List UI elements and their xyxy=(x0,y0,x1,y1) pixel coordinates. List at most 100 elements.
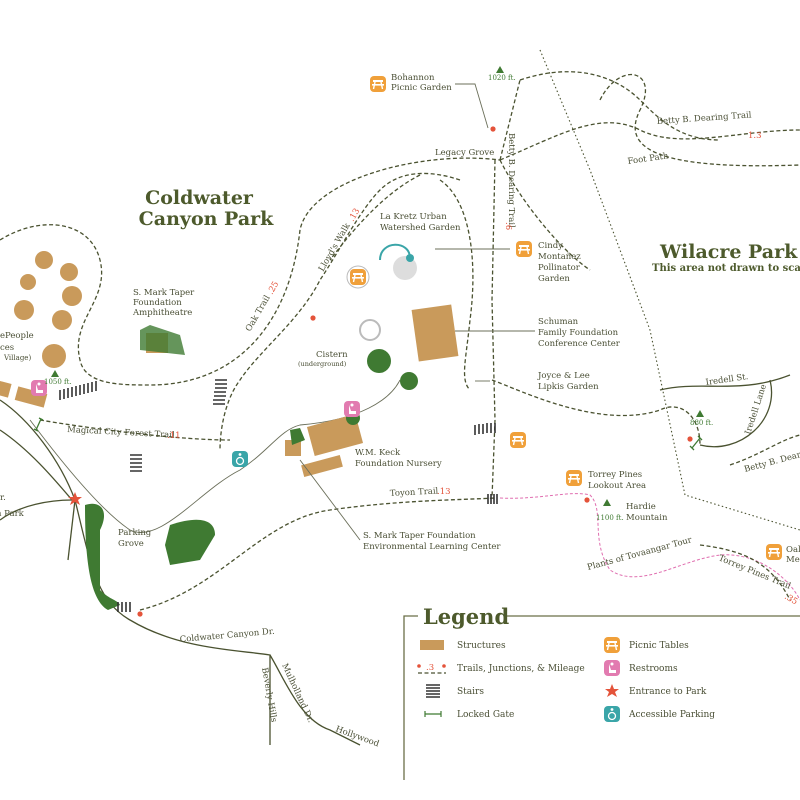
trail-label: Toyon Trail xyxy=(390,486,439,499)
park-title: Canyon Park xyxy=(139,208,274,230)
trail-label: Foot Path xyxy=(627,151,670,167)
label-amphitheatre: S. Mark Taper xyxy=(133,288,195,298)
picnic-table-icon xyxy=(369,75,387,93)
entrance-star-icon xyxy=(68,492,82,505)
elevation-880: 880 ft. xyxy=(690,419,713,427)
legend-label: Structures xyxy=(457,641,506,651)
label-elc: Environmental Learning Center xyxy=(363,542,501,552)
label-oak-meadow: Me xyxy=(786,555,800,565)
legend-label: Trails, Junctions, & Mileage xyxy=(457,664,585,674)
accessible-parking-icon xyxy=(231,450,249,468)
label-joyce-lee: Lipkis Garden xyxy=(538,382,599,392)
road-label: Beverly Hills xyxy=(259,667,278,723)
betty-dearing-south xyxy=(729,434,800,466)
peak-icon xyxy=(603,499,611,506)
trail-label: Betty B. Dearin xyxy=(743,448,800,475)
wilacre-boundary xyxy=(539,49,800,531)
trail-label: Betty B. Dearing Trail xyxy=(657,110,753,127)
road-label: Mulholland Dr. xyxy=(279,662,315,724)
label-oak-meadow: Oal xyxy=(786,545,800,555)
label-cistern: (underground) xyxy=(298,360,347,368)
label-parking-grove: Grove xyxy=(118,539,144,549)
trail-mileage: .13 xyxy=(437,487,451,497)
label-schuman: Family Foundation xyxy=(538,328,619,338)
road-label: Hollywood xyxy=(334,724,381,749)
locked-gate-icon xyxy=(689,435,703,451)
legend: Legend Structures .3 Trails, Junctions, … xyxy=(403,604,800,780)
trail-mileage: .25 xyxy=(266,280,281,297)
trail-mileage: .35 xyxy=(783,592,800,607)
park-title: Coldwater xyxy=(145,187,254,209)
torrey-pines-trail xyxy=(699,544,791,601)
label-cindy: Cindy xyxy=(538,241,563,251)
locked-gate-icon xyxy=(424,711,442,717)
picnic-table-icon xyxy=(765,543,783,561)
accessible-parking-icon xyxy=(603,705,621,723)
label-cindy: Pollinator xyxy=(538,263,581,273)
road-label: Coldwater Canyon Dr. xyxy=(179,627,275,645)
trail-label: Lloyd's Walk xyxy=(317,221,353,274)
label-cindy: Montañez xyxy=(538,252,581,262)
label-bohannon: Picnic Garden xyxy=(391,83,452,93)
elevation-1050: 1050 ft. xyxy=(44,378,72,386)
label-bohannon: Bohannon xyxy=(391,73,435,83)
label-parking-grove: Parking xyxy=(118,528,152,538)
picnic-table-icon xyxy=(603,636,621,654)
trails xyxy=(0,71,800,611)
peak-icon xyxy=(496,66,504,73)
legend-label: Restrooms xyxy=(629,664,678,674)
structure-swatch-icon xyxy=(420,640,444,650)
label-la-kretz: Watershed Garden xyxy=(380,223,461,233)
label-torrey-lookout: Lookout Area xyxy=(588,481,646,491)
junction-icon xyxy=(442,664,446,668)
legend-label: Locked Gate xyxy=(457,710,514,720)
legend-label: Accessible Parking xyxy=(628,710,715,720)
road-label: r. xyxy=(0,493,6,503)
label-hardie: Mountain xyxy=(626,513,668,523)
label-elc: S. Mark Taper Foundation xyxy=(363,531,476,541)
label-treepeople: Village) xyxy=(3,354,31,362)
picnic-table-icon xyxy=(349,268,367,286)
label-keck: W.M. Keck xyxy=(355,448,401,458)
label-torrey-lookout: Torrey Pines xyxy=(588,470,642,480)
elevation-1020: 1020 ft. xyxy=(488,74,516,82)
trail-mileage: 1.3 xyxy=(748,131,762,141)
road-label: n Park xyxy=(0,509,25,519)
picnic-table-icon xyxy=(565,469,583,487)
locked-gate-icon xyxy=(33,417,44,432)
peak-icon xyxy=(51,370,59,377)
elevation-1100: 1100 ft. xyxy=(596,514,624,522)
picnic-table-icon xyxy=(509,431,527,449)
label-schuman: Schuman xyxy=(538,317,579,327)
trail-label: Betty B. Dearing Trail xyxy=(506,133,516,228)
trail-label: Magical City Forest Trail xyxy=(67,425,175,441)
label-keck: Foundation Nursery xyxy=(355,459,442,469)
junction-icon xyxy=(417,664,421,668)
stairs xyxy=(59,379,498,612)
legend-label: Picnic Tables xyxy=(629,641,689,651)
trail-label: Torrey Pines Trail xyxy=(717,554,792,592)
legend-title: Legend xyxy=(423,604,509,629)
legend-mileage-sample: .3 xyxy=(426,663,434,673)
label-cindy: Garden xyxy=(538,274,570,284)
label-joyce-lee: Joyce & Lee xyxy=(537,371,590,381)
trail-mileage: .13 xyxy=(347,207,362,224)
picnic-table-icon xyxy=(515,240,533,258)
label-hardie: Hardie xyxy=(626,502,656,512)
junctions xyxy=(137,126,693,617)
label-schuman: Conference Center xyxy=(538,339,621,349)
label-amphitheatre: Foundation xyxy=(133,298,182,308)
trail-mileage: .11 xyxy=(167,431,181,441)
green-areas xyxy=(85,325,418,610)
legend-label: Entrance to Park xyxy=(629,687,707,697)
peak-icon xyxy=(696,410,704,417)
trail-label: Oak Trail xyxy=(244,294,273,334)
label-treepeople: ePeople xyxy=(0,331,34,341)
legend-label: Stairs xyxy=(457,687,484,697)
trail-mileage: .6 xyxy=(503,222,513,230)
label-treepeople: ces xyxy=(0,343,14,353)
wilacre-note: This area not drawn to scale xyxy=(652,263,800,274)
label-legacy-grove: Legacy Grove xyxy=(435,148,494,158)
stairs-icon xyxy=(426,684,440,698)
